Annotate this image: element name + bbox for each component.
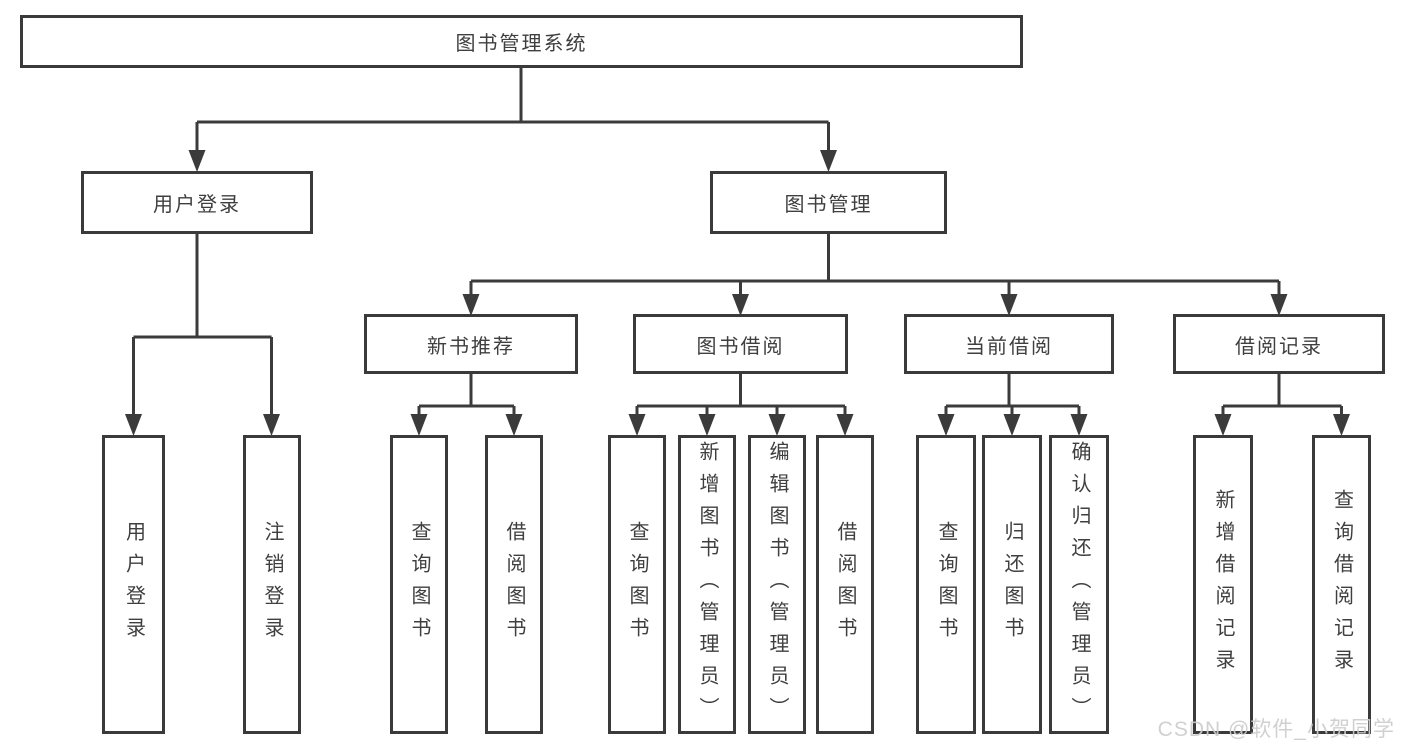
connector-book-management — [469, 232, 1281, 296]
arrow-down-icon — [628, 414, 646, 436]
connector-current-borrowing — [944, 372, 1081, 417]
node-label: 新书推荐 — [427, 335, 515, 358]
node-label: 图书借阅 — [696, 335, 785, 358]
arrow-down-icon — [698, 414, 716, 436]
node-borrowing-records: 借阅记录 — [1173, 314, 1385, 374]
arrow-down-icon — [1003, 414, 1021, 436]
node-user-login-module: 用户登录 — [81, 171, 313, 234]
node-label: 借阅图书 — [503, 520, 525, 649]
leaf-add-book-admin: 新增图书（管理员） — [678, 435, 736, 734]
arrow-down-icon — [263, 414, 280, 436]
connector-new-book-recommendation — [417, 372, 516, 417]
connector-book-borrowing — [635, 372, 847, 417]
node-label: 归还图书 — [1001, 520, 1023, 649]
arrow-down-icon — [1000, 294, 1018, 316]
arrowheads — [125, 150, 1350, 436]
node-label: 查询图书 — [935, 520, 957, 649]
arrow-down-icon — [462, 294, 480, 316]
arrow-down-icon — [836, 414, 854, 436]
arrow-down-icon — [768, 414, 786, 436]
arrow-down-icon — [1333, 414, 1350, 436]
node-label: 新增借阅记录 — [1212, 488, 1234, 681]
node-label: 编辑图书（管理员） — [766, 440, 788, 729]
node-new-book-recommendation: 新书推荐 — [364, 314, 578, 374]
leaf-query-books-current: 查询图书 — [916, 435, 976, 734]
arrow-down-icon — [125, 414, 142, 436]
node-current-borrowing: 当前借阅 — [904, 314, 1114, 374]
node-label: 借阅记录 — [1235, 335, 1323, 358]
node-label: 注销登录 — [261, 520, 283, 649]
leaf-add-borrow-record: 新增借阅记录 — [1193, 435, 1253, 734]
node-book-borrowing: 图书借阅 — [633, 314, 848, 374]
node-label: 查询图书 — [408, 520, 430, 649]
node-book-management-module: 图书管理 — [710, 171, 947, 234]
node-label: 借阅图书 — [834, 520, 856, 649]
node-label: 用户登录 — [153, 194, 241, 216]
node-label: 查询借阅记录 — [1330, 488, 1353, 681]
arrow-down-icon — [188, 150, 206, 172]
arrow-down-icon — [820, 150, 837, 172]
leaf-confirm-return-admin: 确认归还（管理员） — [1049, 435, 1109, 734]
node-label: 新增图书（管理员） — [696, 440, 718, 729]
connector-root — [195, 66, 830, 153]
leaf-query-books-borrowing: 查询图书 — [608, 435, 666, 734]
leaf-edit-book-admin: 编辑图书（管理员） — [748, 435, 806, 734]
arrow-down-icon — [1214, 414, 1232, 436]
connector-user-login — [132, 232, 273, 416]
leaf-logout: 注销登录 — [243, 435, 301, 734]
arrow-down-icon — [1270, 294, 1288, 316]
node-label: 当前借阅 — [965, 335, 1053, 358]
arrow-down-icon — [937, 414, 955, 436]
leaf-return-book: 归还图书 — [982, 435, 1042, 734]
arrow-down-icon — [410, 414, 428, 436]
node-label: 查询图书 — [626, 520, 648, 649]
leaf-borrow-books: 借阅图书 — [816, 435, 874, 734]
connector-borrowing-records — [1221, 372, 1343, 417]
arrow-down-icon — [505, 414, 523, 436]
arrow-down-icon — [1070, 414, 1088, 436]
arrow-down-icon — [732, 294, 749, 316]
node-label: 图书管理系统 — [455, 33, 588, 55]
leaf-query-borrow-record: 查询借阅记录 — [1312, 435, 1371, 734]
node-root-system: 图书管理系统 — [20, 15, 1023, 68]
node-label: 确认归还（管理员） — [1068, 440, 1090, 729]
node-label: 图书管理 — [784, 194, 873, 216]
leaf-user-login: 用户登录 — [102, 435, 165, 734]
leaf-borrow-books-recommend: 借阅图书 — [485, 435, 543, 734]
leaf-query-books-recommend: 查询图书 — [390, 435, 448, 734]
node-label: 用户登录 — [122, 520, 145, 649]
watermark: CSDN @软件_小贺同学 — [1157, 718, 1395, 741]
